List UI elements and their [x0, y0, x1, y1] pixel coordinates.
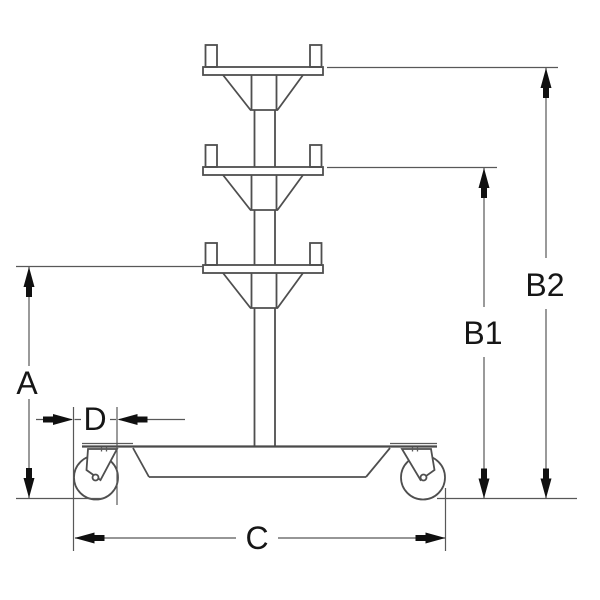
dimension-a: A	[16, 265, 203, 498]
column-segment-upper	[253, 110, 276, 167]
saddle-lug-right	[309, 44, 323, 68]
saddle-lug-left	[204, 44, 218, 68]
dimension-c: C	[74, 488, 447, 556]
column-segment-lower	[253, 308, 276, 446]
dimension-label-a: A	[16, 365, 38, 401]
arrow-right-icon	[415, 532, 446, 544]
arrow-up-icon	[23, 267, 35, 297]
saddle-gusset	[222, 272, 304, 309]
saddle-lug-left	[204, 242, 218, 266]
saddle-bar	[202, 264, 324, 274]
column-segment-middle	[253, 210, 276, 265]
saddle-top	[202, 44, 324, 111]
saddle-gusset	[222, 74, 304, 111]
arrow-left-icon	[74, 532, 105, 544]
saddle-lug-left	[204, 144, 218, 168]
base-end-slants	[132, 447, 391, 478]
wheel-hub-left	[91, 473, 100, 482]
caster-right	[400, 447, 446, 501]
caster-fork-left	[85, 448, 119, 482]
dimension-label-b2: B2	[525, 267, 564, 303]
caster-left	[73, 447, 119, 501]
saddle-gusset	[222, 174, 304, 211]
wheel-hub-right	[419, 473, 428, 482]
arrow-down-icon	[478, 468, 490, 499]
center-column	[253, 110, 276, 446]
caster-fork-right	[400, 448, 436, 482]
arrow-left-icon	[117, 414, 148, 425]
saddle-lug-right	[309, 242, 323, 266]
arrow-down-icon	[540, 468, 552, 499]
dimension-label-c: C	[245, 520, 268, 556]
dimension-b1: B1	[327, 166, 503, 499]
dimension-label-b1: B1	[463, 315, 502, 351]
dimension-b2: B2	[327, 66, 565, 499]
saddle-middle	[202, 144, 324, 211]
dimension-label-d: D	[83, 401, 106, 437]
arrow-down-icon	[23, 468, 35, 498]
saddle-bottom	[202, 242, 324, 309]
saddle-lug-right	[309, 144, 323, 168]
swivel-bearing-left	[100, 447, 108, 452]
arrow-right-icon	[43, 414, 73, 425]
arrow-up-icon	[540, 68, 552, 98]
dimension-d: D	[36, 401, 185, 551]
swivel-bearing-right	[411, 447, 419, 452]
base-beam	[82, 442, 437, 478]
saddle-bar	[202, 66, 324, 76]
arrow-up-icon	[478, 168, 490, 198]
saddle-bar	[202, 166, 324, 176]
